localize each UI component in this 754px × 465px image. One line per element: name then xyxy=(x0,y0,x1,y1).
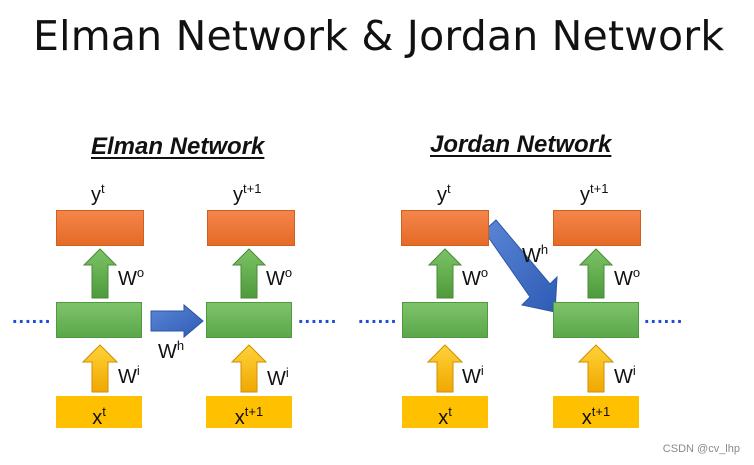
elman-wi-arrow-1 xyxy=(81,344,119,393)
elman-wi-label-1: Wi xyxy=(118,363,140,388)
elman-wi-label-2: Wi xyxy=(267,365,289,390)
jordan-y-t-label: yt xyxy=(437,181,451,206)
jordan-wo-label-2: Wo xyxy=(614,265,641,290)
elman-hidden-box-1 xyxy=(56,302,142,338)
elman-wh-label: Wh xyxy=(158,338,185,363)
elman-hidden-box-2 xyxy=(206,302,292,338)
jordan-dots-right: ...... xyxy=(644,306,684,328)
elman-y-t1-label: yt+1 xyxy=(233,181,262,206)
elman-wo-label-2: Wo xyxy=(266,265,293,290)
jordan-output-box-2 xyxy=(553,210,641,246)
elman-dots-right: ...... xyxy=(298,306,338,328)
elman-input-box-2: xt+1 xyxy=(206,396,292,429)
elman-wi-arrow-2 xyxy=(230,344,268,393)
jordan-wi-arrow-2 xyxy=(577,344,615,393)
elman-output-box-1 xyxy=(56,210,144,246)
jordan-wo-label-1: Wo xyxy=(462,265,489,290)
jordan-y-t1-label: yt+1 xyxy=(580,181,609,206)
jordan-input-box-2: xt+1 xyxy=(553,396,639,429)
jordan-output-box-1 xyxy=(401,210,489,246)
jordan-dots-left: ...... xyxy=(358,306,398,328)
watermark: CSDN @cv_lhp xyxy=(662,443,740,455)
jordan-wh-arrow xyxy=(483,219,558,313)
jordan-wi-label-1: Wi xyxy=(462,363,484,388)
jordan-heading: Jordan Network xyxy=(430,131,612,158)
elman-wh-arrow xyxy=(150,303,204,339)
page-title: Elman Network & Jordan Network xyxy=(33,12,725,60)
elman-output-box-2 xyxy=(207,210,295,246)
elman-wo-arrow-1 xyxy=(82,248,118,299)
elman-wo-arrow-2 xyxy=(231,248,267,299)
elman-heading: Elman Network xyxy=(91,133,265,160)
jordan-wo-arrow-1 xyxy=(427,248,463,299)
jordan-wo-arrow-2 xyxy=(578,248,614,299)
elman-dots-left: ...... xyxy=(12,306,52,328)
jordan-input-box-1: xt xyxy=(402,396,488,429)
elman-wo-label-1: Wo xyxy=(118,265,145,290)
jordan-hidden-box-1 xyxy=(402,302,488,338)
elman-y-t-label: yt xyxy=(91,181,105,206)
jordan-hidden-box-2 xyxy=(553,302,639,338)
jordan-wi-arrow-1 xyxy=(426,344,464,393)
jordan-wi-label-2: Wi xyxy=(614,363,636,388)
elman-input-box-1: xt xyxy=(56,396,142,429)
jordan-wh-label: Wh xyxy=(522,242,549,267)
